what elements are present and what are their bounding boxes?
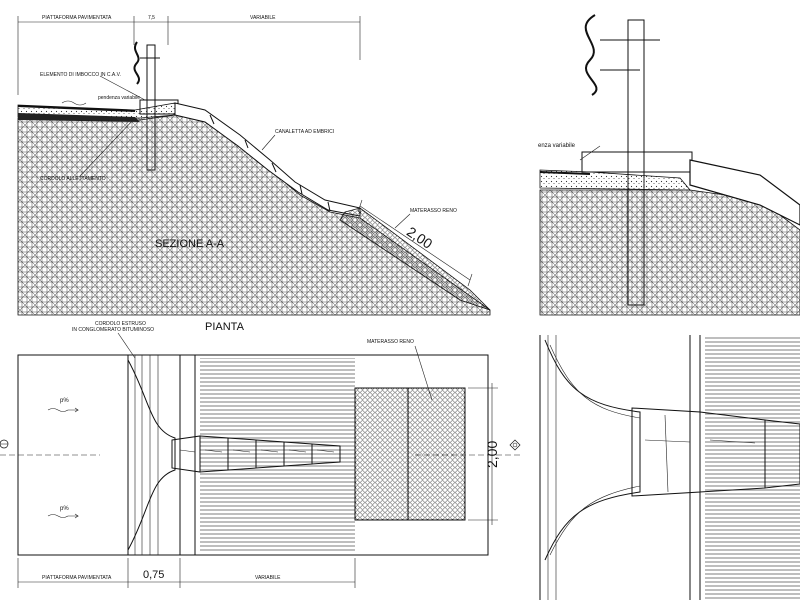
- slope-marker-bottom: p%: [47, 506, 79, 519]
- detail-plan: [539, 335, 800, 600]
- detail-canal: [689, 159, 800, 226]
- detail-soil: [539, 189, 800, 316]
- plan-channel-steps: [171, 435, 341, 473]
- detail-plan-paving: [705, 335, 800, 600]
- section-a-a: PIATTAFORMA PAVIMENTATA 7,5 VARIABILE: [17, 15, 491, 316]
- reno-mattress-section: [339, 207, 491, 311]
- plan-label-cordolo-1: CORDOLO ESTRUSO: [95, 321, 146, 327]
- plan-slope-bottom: p%: [60, 506, 69, 512]
- label-materasso: MATERASSO RENO: [410, 208, 457, 214]
- dim-label-variable: VARIABILE: [250, 15, 276, 21]
- plan-dim-075: 0,75: [143, 569, 164, 581]
- label-canaletta: CANALETTA AD EMBRICI: [275, 129, 334, 135]
- detail-guardrail-profile: [584, 14, 598, 96]
- plan-dim-variable: VARIABILE: [255, 575, 281, 581]
- plan-paving-hatch: [200, 358, 355, 552]
- detail-pavement: [539, 169, 691, 191]
- soil-embankment: [17, 114, 491, 316]
- section-labels: ELEMENTO DI IMBOCCO IN C.A.V. pendenza v…: [40, 72, 457, 229]
- plan-view: PIANTA MATERASSO RENO: [0, 321, 521, 588]
- plan-slope-top: p%: [60, 398, 69, 404]
- pavement-surface: [17, 105, 136, 112]
- detail-post: [627, 19, 645, 306]
- label-pendenza: pendenza variabile: [98, 95, 140, 101]
- plan-inlet-funnel: [127, 359, 176, 551]
- plan-dim-platform: PIATTAFORMA PAVIMENTATA: [42, 575, 112, 581]
- plan-dim-value: 2,00: [484, 441, 500, 468]
- detail-label-pendenza: enza variabile: [538, 143, 576, 149]
- canal-steps: [209, 114, 331, 212]
- plan-title: PIANTA: [205, 321, 245, 333]
- detail-plan-funnel: [544, 339, 641, 561]
- dim-label-platform: PIATTAFORMA PAVIMENTATA: [42, 15, 112, 21]
- section-marker-right: [509, 439, 521, 451]
- plan-width-dimension: 2,00: [468, 383, 500, 525]
- plan-reno-mattress: [354, 387, 466, 521]
- bottom-dimension-line: PIATTAFORMA PAVIMENTATA 0,75 VARIABILE: [17, 558, 356, 588]
- slope-marker-top: p%: [47, 398, 79, 413]
- detail-plan-step-3: [764, 419, 800, 489]
- section-title: SEZIONE A-A: [155, 238, 225, 250]
- detail-section: enza variabile: [538, 14, 800, 316]
- curb-lines: [127, 355, 196, 555]
- detail-inlet: [581, 151, 693, 173]
- section-marker-left: [0, 439, 9, 449]
- plan-label-cordolo-2: IN CONGLOMERATO BITUMINOSO: [72, 327, 154, 333]
- label-cordolo: CORDOLO ALLETTAMENTO: [40, 176, 106, 182]
- top-dimension-line: PIATTAFORMA PAVIMENTATA 7,5 VARIABILE: [17, 15, 361, 95]
- label-imbocco: ELEMENTO DI IMBOCCO IN C.A.V.: [40, 72, 121, 78]
- plan-label-materasso: MATERASSO RENO: [367, 339, 414, 345]
- dark-layer: [18, 113, 140, 122]
- dim-label-7-5: 7,5: [148, 15, 155, 21]
